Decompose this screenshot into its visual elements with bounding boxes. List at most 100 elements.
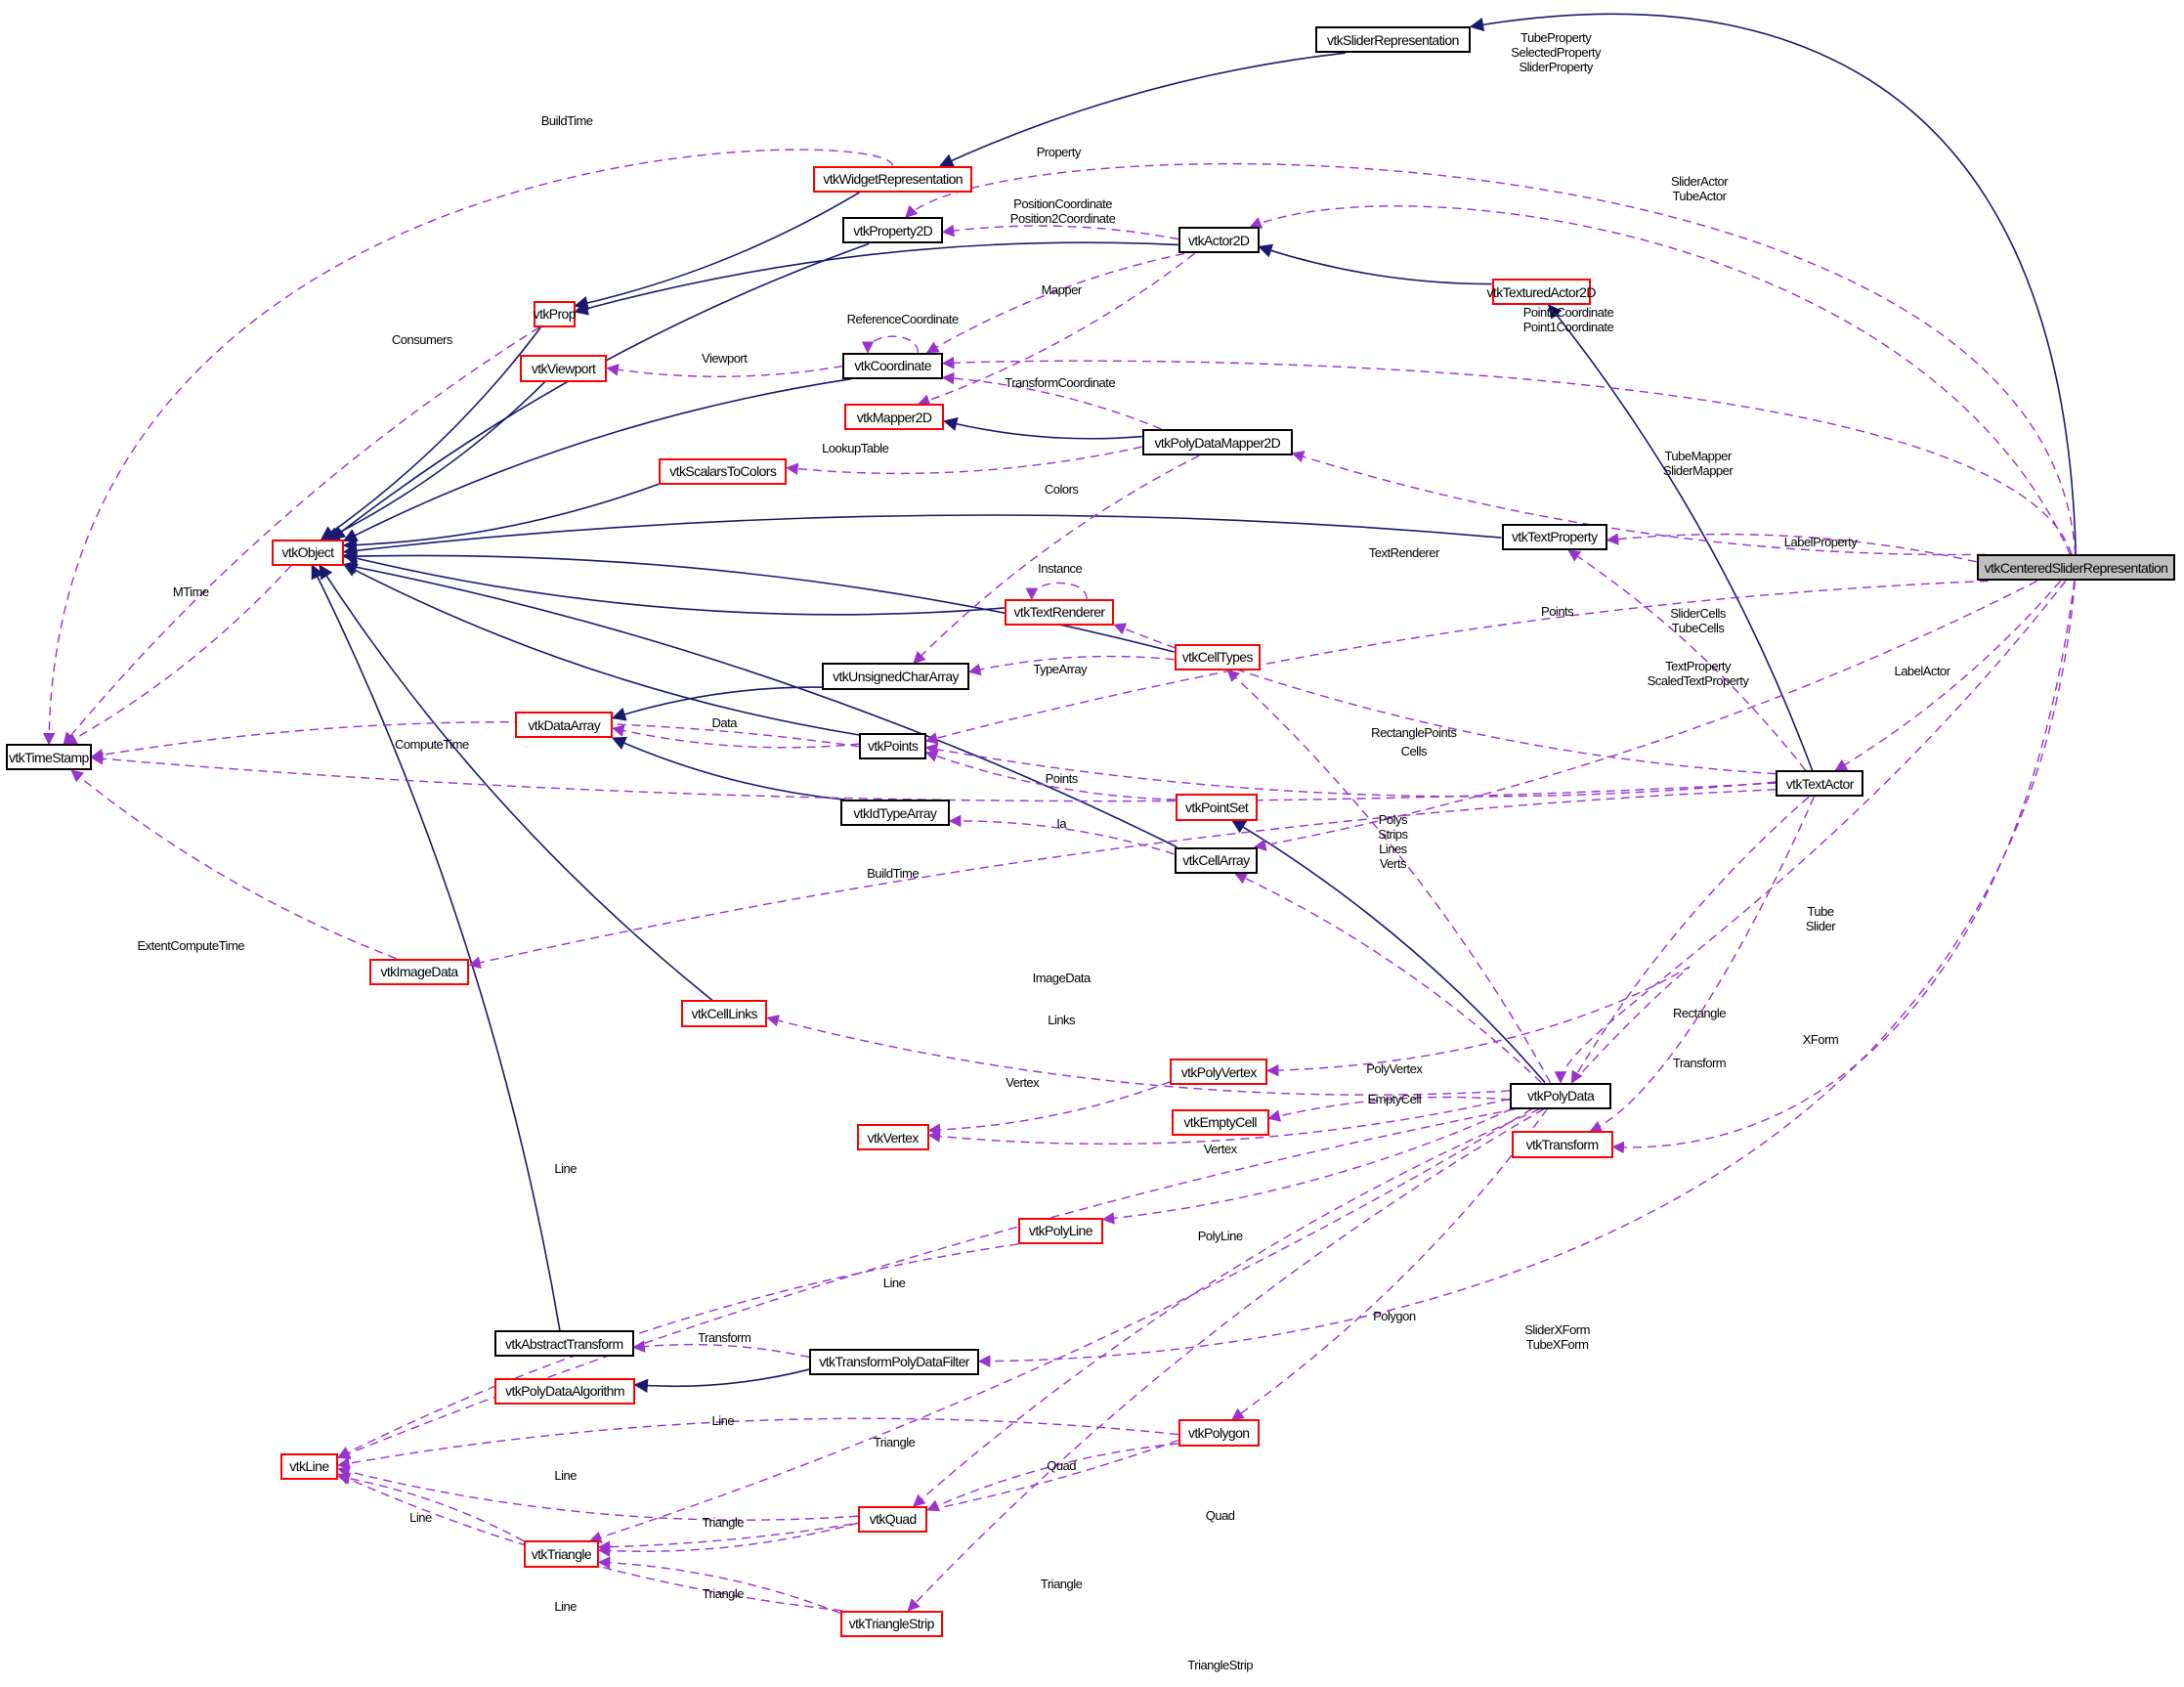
node-vtk-time-stamp[interactable]: vtkTimeStamp bbox=[5, 744, 93, 771]
node-vtk-object[interactable]: vtkObject bbox=[271, 539, 345, 566]
usage-edge-vtk-poly-line-to-vtk-line bbox=[337, 1243, 1019, 1458]
node-vtk-points[interactable]: vtkPoints bbox=[859, 732, 926, 759]
inheritance-edge-vtk-widget-representation-to-vtk-prop bbox=[574, 192, 861, 311]
usage-edge-vtk-coordinate-to-vtk-coordinate bbox=[861, 335, 920, 354]
edge-label: ImageData bbox=[1032, 971, 1092, 986]
usage-edge-vtk-image-data-to-vtk-time-stamp bbox=[70, 769, 397, 960]
inheritance-edge-vtk-viewport-to-vtk-object bbox=[324, 380, 546, 541]
node-vtk-data-array[interactable]: vtkDataArray bbox=[515, 712, 614, 739]
node-vtk-vertex[interactable]: vtkVertex bbox=[856, 1124, 929, 1151]
edge-label: SliderCells TubeCells bbox=[1670, 606, 1726, 636]
node-vtk-property2-d[interactable]: vtkProperty2D bbox=[842, 217, 943, 244]
usage-edge-vtk-poly-data-to-vtk-poly-line bbox=[1101, 1107, 1513, 1225]
node-vtk-poly-vertex[interactable]: vtkPolyVertex bbox=[1170, 1059, 1268, 1086]
edge-label: Triangle bbox=[702, 1515, 745, 1531]
node-vtk-polygon[interactable]: vtkPolygon bbox=[1178, 1419, 1260, 1447]
edge-label: Property bbox=[1036, 144, 1082, 159]
inheritance-edge-vtk-text-actor-to-vtk-textured-actor2-d bbox=[1547, 304, 1814, 771]
node-vtk-triangle-strip[interactable]: vtkTriangleStrip bbox=[839, 1610, 943, 1637]
inheritance-edge-vtk-text-property-to-vtk-object bbox=[342, 514, 1502, 558]
edge-label: TextRenderer bbox=[1368, 545, 1440, 561]
edge-label: Cells bbox=[1400, 743, 1428, 758]
node-vtk-triangle[interactable]: vtkTriangle bbox=[523, 1540, 599, 1568]
edge-label: Viewport bbox=[702, 350, 748, 366]
node-vtk-slider-representation[interactable]: vtkSliderRepresentation bbox=[1314, 26, 1472, 54]
usage-edge-vtk-point-set-to-vtk-points bbox=[924, 750, 1177, 800]
node-vtk-poly-line[interactable]: vtkPolyLine bbox=[1017, 1217, 1103, 1244]
usage-edge-vtk-centered-slider-representation-to-vtk-property2-d bbox=[905, 162, 2077, 555]
node-vtk-line[interactable]: vtkLine bbox=[279, 1452, 339, 1480]
usage-edge-vtk-prop-to-vtk-time-stamp bbox=[63, 326, 540, 746]
node-vtk-empty-cell[interactable]: vtkEmptyCell bbox=[1171, 1108, 1269, 1136]
node-vtk-textured-actor2-d[interactable]: vtkTexturedActor2D bbox=[1487, 279, 1596, 306]
edge-label: LabelProperty bbox=[1783, 534, 1858, 549]
usage-edge-vtk-poly-data-mapper2-d-to-vtk-scalars-to-colors bbox=[786, 446, 1142, 476]
node-vtk-centered-slider-representation[interactable]: vtkCenteredSliderRepresentation bbox=[1976, 554, 2176, 582]
node-vtk-image-data[interactable]: vtkImageData bbox=[368, 958, 470, 985]
inheritance-edge-vtk-slider-representation-to-vtk-widget-representation bbox=[938, 52, 1346, 167]
node-vtk-transform[interactable]: vtkTransform bbox=[1511, 1131, 1613, 1158]
edge-label: Vertex bbox=[1203, 1142, 1237, 1157]
node-vtk-unsigned-char-array[interactable]: vtkUnsignedCharArray bbox=[821, 663, 970, 690]
edge-label: SliderActor TubeActor bbox=[1670, 174, 1729, 204]
node-vtk-viewport[interactable]: vtkViewport bbox=[519, 355, 608, 382]
node-vtk-widget-representation[interactable]: vtkWidgetRepresentation bbox=[813, 165, 972, 193]
inheritance-edge-vtk-abstract-transform-to-vtk-object bbox=[311, 564, 561, 1331]
edge-label: TriangleStrip bbox=[1187, 1657, 1253, 1672]
inheritance-edge-vtk-poly-data-mapper2-d-to-vtk-mapper2-d bbox=[943, 416, 1142, 440]
node-vtk-prop[interactable]: vtkProp bbox=[534, 300, 577, 327]
node-vtk-poly-data-mapper2-d[interactable]: vtkPolyDataMapper2D bbox=[1141, 429, 1293, 456]
node-vtk-abstract-transform[interactable]: vtkAbstractTransform bbox=[494, 1330, 634, 1358]
node-vtk-text-property[interactable]: vtkTextProperty bbox=[1501, 523, 1607, 551]
node-vtk-coordinate[interactable]: vtkCoordinate bbox=[842, 352, 943, 379]
edge-label: Line bbox=[554, 1467, 577, 1483]
usage-edge-vtk-quad-to-vtk-triangle bbox=[597, 1522, 859, 1557]
edge-label: PositionCoordinate Position2Coordinate bbox=[1009, 196, 1116, 227]
node-vtk-cell-links[interactable]: vtkCellLinks bbox=[681, 1000, 768, 1027]
node-vtk-actor2-d[interactable]: vtkActor2D bbox=[1178, 227, 1260, 254]
edge-label: Line bbox=[554, 1598, 577, 1614]
usage-edge-vtk-points-to-vtk-time-stamp bbox=[90, 721, 860, 761]
edge-label: Links bbox=[1048, 1012, 1076, 1027]
inheritance-edge-vtk-id-type-array-to-vtk-data-array bbox=[611, 736, 845, 800]
usage-edge-vtk-triangle-strip-to-vtk-triangle bbox=[597, 1556, 840, 1614]
edge-label: ExtentComputeTime bbox=[137, 938, 245, 954]
node-vtk-text-actor[interactable]: vtkTextActor bbox=[1776, 770, 1864, 798]
usage-edge-vtk-cell-array-to-vtk-id-type-array bbox=[948, 814, 1175, 855]
node-vtk-cell-types[interactable]: vtkCellTypes bbox=[1174, 643, 1261, 670]
edge-label: Triangle bbox=[702, 1586, 745, 1602]
node-vtk-poly-data[interactable]: vtkPolyData bbox=[1510, 1082, 1612, 1109]
node-vtk-mapper2-d[interactable]: vtkMapper2D bbox=[843, 404, 945, 431]
edge-label: BuildTime bbox=[867, 866, 920, 882]
node-vtk-text-renderer[interactable]: vtkTextRenderer bbox=[1004, 598, 1115, 626]
edge-label: Line bbox=[882, 1276, 906, 1291]
usage-edge-vtk-text-renderer-to-vtk-text-renderer bbox=[1025, 582, 1088, 601]
usage-edge-vtk-centered-slider-representation-to-vtk-poly-data-mapper2-d bbox=[1291, 451, 1986, 556]
edge-label: TransformCoordinate bbox=[1005, 375, 1116, 391]
node-vtk-point-set[interactable]: vtkPointSet bbox=[1176, 794, 1259, 821]
usage-edge-vtk-text-actor-to-vtk-transform bbox=[1589, 797, 1815, 1133]
node-vtk-scalars-to-colors[interactable]: vtkScalarsToColors bbox=[659, 457, 788, 486]
node-vtk-transform-poly-data-filter[interactable]: vtkTransformPolyDataFilter bbox=[809, 1348, 980, 1375]
usage-edge-vtk-poly-data-to-vtk-triangle bbox=[588, 1108, 1532, 1543]
usage-edge-vtk-poly-data-to-vtk-cell-links bbox=[766, 1015, 1511, 1096]
node-vtk-quad[interactable]: vtkQuad bbox=[858, 1505, 928, 1533]
usage-edge-vtk-centered-slider-representation-to-vtk-actor2-d bbox=[1249, 205, 2072, 555]
usage-edge-vtk-poly-data-to-vtk-vertex bbox=[927, 1098, 1511, 1146]
edge-label: SliderXForm TubeXForm bbox=[1524, 1321, 1590, 1352]
usage-edge-vtk-poly-data-to-vtk-empty-cell bbox=[1267, 1096, 1511, 1122]
edge-label: Line bbox=[554, 1161, 577, 1177]
inheritance-edge-vtk-property2-d-to-vtk-object bbox=[330, 242, 870, 541]
usage-edge-vtk-coordinate-to-vtk-viewport bbox=[606, 364, 843, 377]
usage-edge-vtk-widget-representation-to-vtk-time-stamp bbox=[42, 149, 894, 746]
edge-label: LookupTable bbox=[822, 441, 889, 456]
node-vtk-cell-array[interactable]: vtkCellArray bbox=[1174, 846, 1259, 874]
inheritance-edge-vtk-transform-poly-data-filter-to-vtk-poly-data-algorithm bbox=[633, 1368, 810, 1393]
usage-edge-vtk-text-actor-to-vtk-text-renderer bbox=[1113, 623, 1777, 775]
node-vtk-id-type-array[interactable]: vtkIdTypeArray bbox=[839, 800, 951, 827]
inheritance-edge-vtk-cell-array-to-vtk-object bbox=[342, 560, 1178, 848]
usage-edge-vtk-text-actor-to-vtk-time-stamp bbox=[90, 753, 1777, 802]
usage-edge-vtk-centered-slider-representation-to-vtk-text-actor bbox=[1834, 580, 2062, 771]
edge-label: Tube Slider bbox=[1805, 904, 1836, 934]
node-vtk-poly-data-algorithm[interactable]: vtkPolyDataAlgorithm bbox=[494, 1377, 635, 1405]
